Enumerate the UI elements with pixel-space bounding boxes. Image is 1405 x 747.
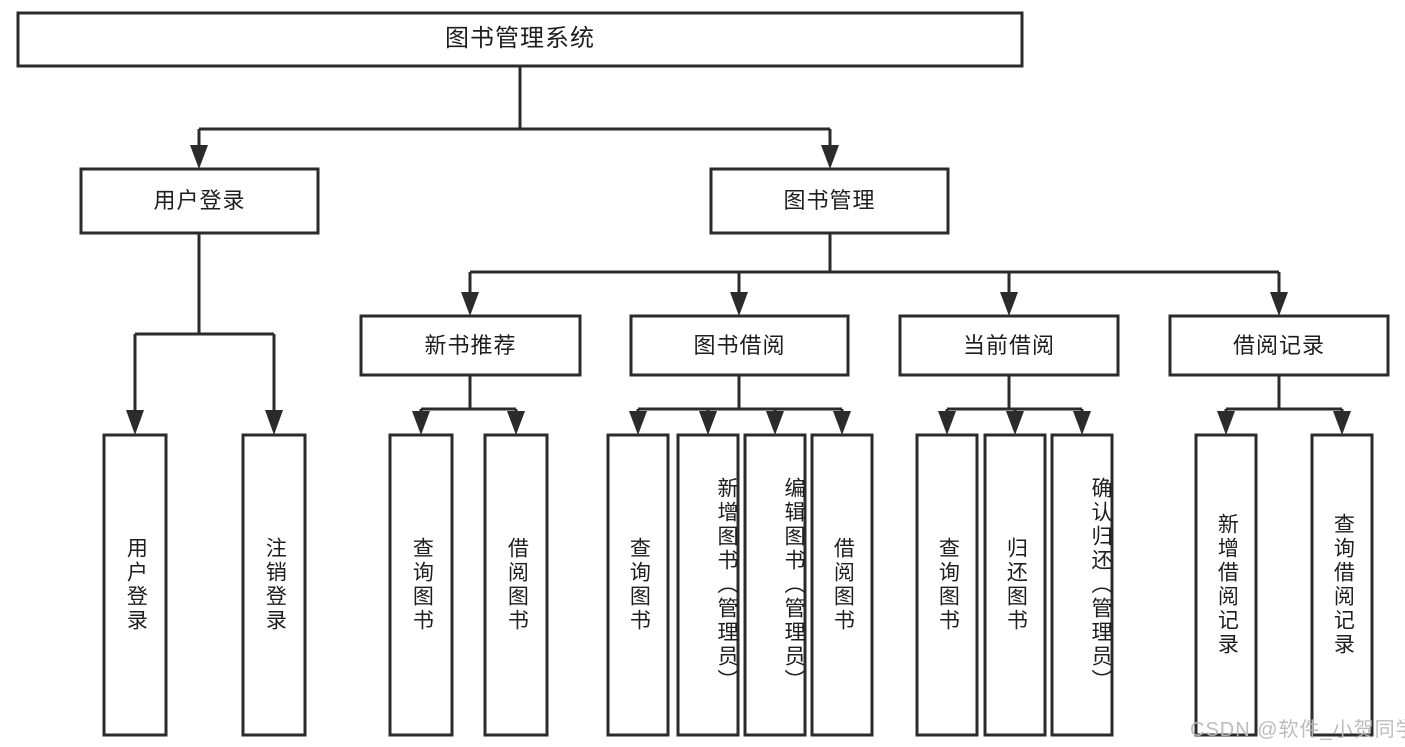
arrow-head-icon [1000, 292, 1018, 316]
arrow-head-icon [1217, 411, 1235, 435]
edge-root-to-level2 [190, 66, 839, 169]
edge-l2-1-to-leaves [126, 233, 283, 435]
arrow-head-icon [1073, 411, 1091, 435]
arrow-head-icon [461, 292, 479, 316]
edge-l2-2-to-level3 [461, 233, 1288, 316]
arrow-head-icon [1006, 411, 1024, 435]
node-box-leaf-13[interactable] [1310, 433, 1374, 737]
node-box-leaf-9[interactable] [915, 433, 979, 737]
node-box-leaf-2[interactable] [241, 433, 307, 737]
arrow-head-icon [190, 145, 208, 169]
arrow-head-icon [730, 292, 748, 316]
edge-l3-1-to-leaves [412, 375, 525, 435]
edge-l3-2-to-leaves [629, 375, 851, 435]
arrow-head-icon [766, 411, 784, 435]
node-box-leaf-7[interactable] [743, 433, 807, 737]
node-box-l2-1[interactable] [79, 167, 320, 235]
node-box-root[interactable] [16, 11, 1024, 68]
edge-l3-3-to-leaves [938, 375, 1091, 435]
csdn-watermark: CSDN @软件_小贺同学 [1190, 719, 1405, 741]
node-box-leaf-5[interactable] [606, 433, 670, 737]
arrow-head-icon [507, 411, 525, 435]
node-box-l3-2[interactable] [629, 314, 850, 377]
node-box-leaf-11[interactable] [1050, 433, 1114, 737]
arrow-head-icon [1333, 411, 1351, 435]
arrow-head-icon [699, 411, 717, 435]
node-box-leaf-3[interactable] [388, 433, 454, 737]
node-box-leaf-10[interactable] [983, 433, 1047, 737]
node-box-leaf-4[interactable] [483, 433, 549, 737]
node-box-leaf-8[interactable] [810, 433, 874, 737]
arrow-head-icon [821, 145, 839, 169]
edge-l3-4-to-leaves [1217, 375, 1351, 435]
arrow-head-icon [938, 411, 956, 435]
node-box-leaf-1[interactable] [102, 433, 168, 737]
arrow-head-icon [833, 411, 851, 435]
arrow-head-icon [412, 411, 430, 435]
arrow-head-icon [126, 410, 144, 435]
node-box-l3-1[interactable] [359, 314, 582, 377]
arrow-head-icon [1270, 292, 1288, 316]
node-box-leaf-12[interactable] [1194, 433, 1258, 737]
node-box-leaf-6[interactable] [676, 433, 740, 737]
node-box-l2-2[interactable] [709, 167, 950, 235]
arrow-head-icon [629, 411, 647, 435]
node-box-l3-4[interactable] [1168, 314, 1390, 377]
node-box-l3-3[interactable] [898, 314, 1120, 377]
arrow-head-icon [265, 410, 283, 435]
